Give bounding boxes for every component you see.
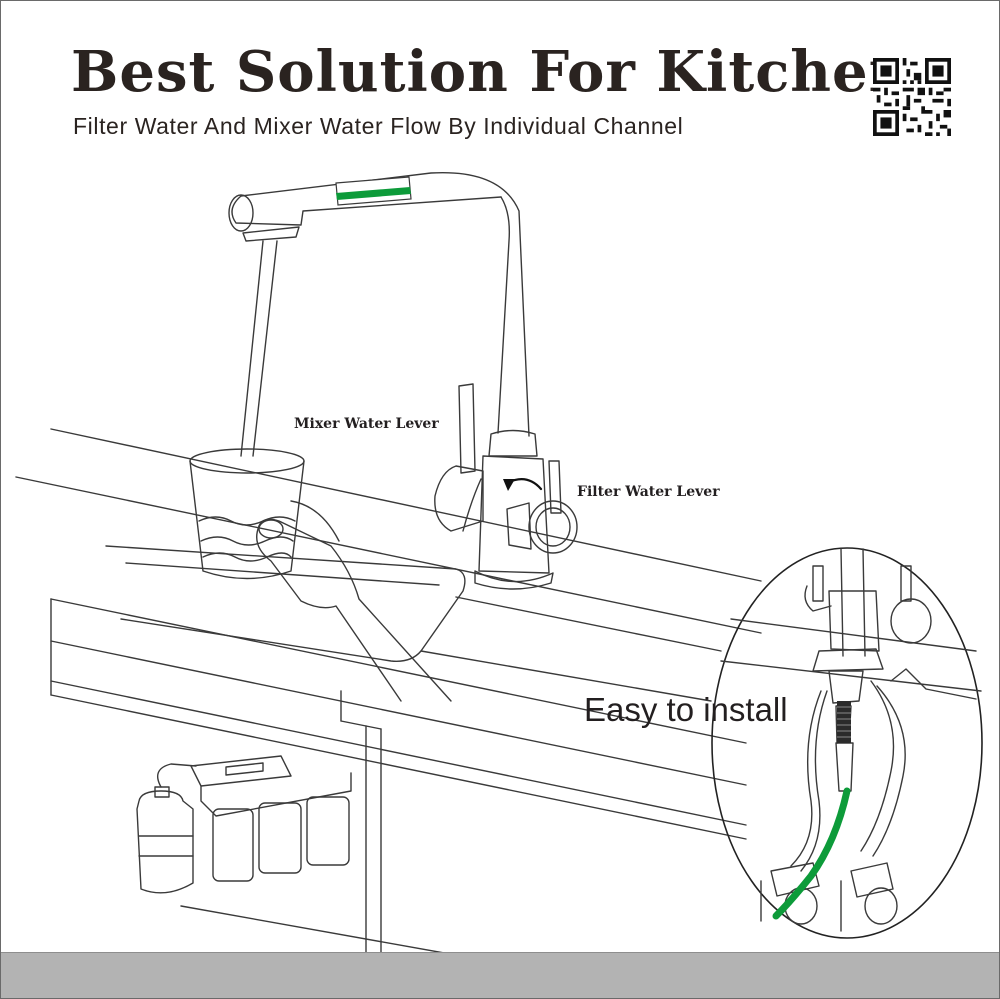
filter-hose — [772, 787, 851, 920]
filter-system — [136, 755, 352, 894]
install-detail — [720, 548, 982, 932]
threaded-connector — [837, 701, 851, 743]
page-subtitle: Filter Water And Mixer Water Flow By Ind… — [73, 113, 684, 139]
qr-code-icon — [873, 58, 951, 136]
kitchen-sink-illustration — [15, 171, 983, 956]
filter-lever-label: Filter Water Lever — [577, 484, 720, 500]
water-stream — [240, 240, 264, 457]
page-title: Best Solution For Kitchen — [71, 39, 911, 105]
install-label: Easy to install — [584, 691, 788, 728]
countertop — [15, 428, 762, 840]
cabinet — [180, 690, 462, 956]
install-callout — [711, 547, 983, 939]
sink-basin — [105, 545, 722, 702]
footer-bar — [1, 952, 999, 998]
glass — [189, 448, 305, 580]
hand — [256, 500, 452, 702]
faucet — [228, 171, 578, 590]
filter-indicator-band — [335, 176, 412, 206]
mixer-lever-label: Mixer Water Lever — [294, 416, 439, 432]
